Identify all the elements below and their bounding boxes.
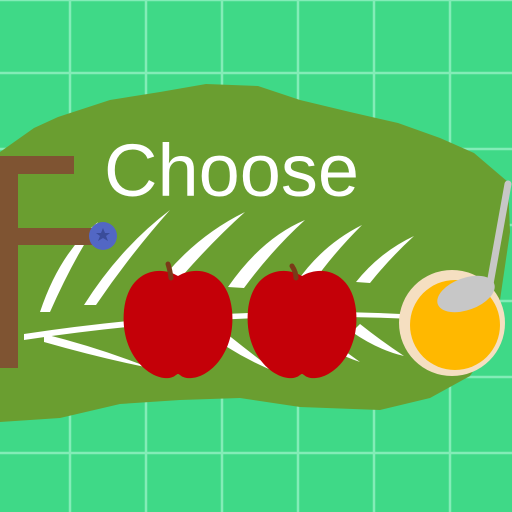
apple-2-icon [247, 263, 357, 379]
title-choose: Choose [104, 129, 359, 212]
apple-1-icon [123, 261, 233, 379]
spoon-icon [437, 180, 512, 313]
honey-bowl-icon [399, 180, 512, 376]
blueberry-icon [89, 222, 117, 250]
letter-f-icon [0, 156, 100, 368]
